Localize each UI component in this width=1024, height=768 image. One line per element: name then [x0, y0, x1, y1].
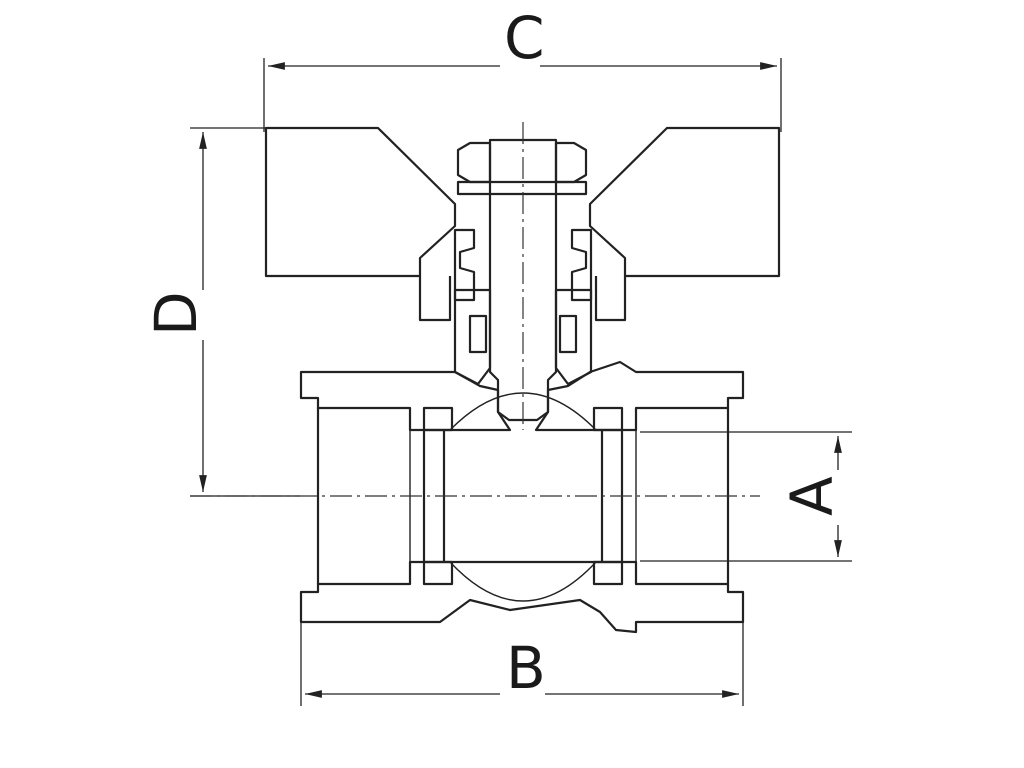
ball — [442, 392, 604, 602]
dimension-c-label: C — [504, 4, 545, 72]
butterfly-handle — [264, 126, 781, 322]
dimension-b-label: B — [506, 634, 546, 702]
valve-body — [299, 360, 745, 634]
dimension-a: A — [640, 431, 852, 562]
dimension-b: B — [300, 610, 744, 706]
dimension-c: C — [263, 4, 782, 132]
dimension-d: D — [142, 127, 300, 497]
dimension-d-label: D — [142, 291, 210, 336]
packing-gland — [453, 228, 593, 386]
dimension-a-label: A — [778, 476, 846, 516]
stem-nut — [456, 141, 588, 196]
valve-stem — [488, 122, 558, 430]
